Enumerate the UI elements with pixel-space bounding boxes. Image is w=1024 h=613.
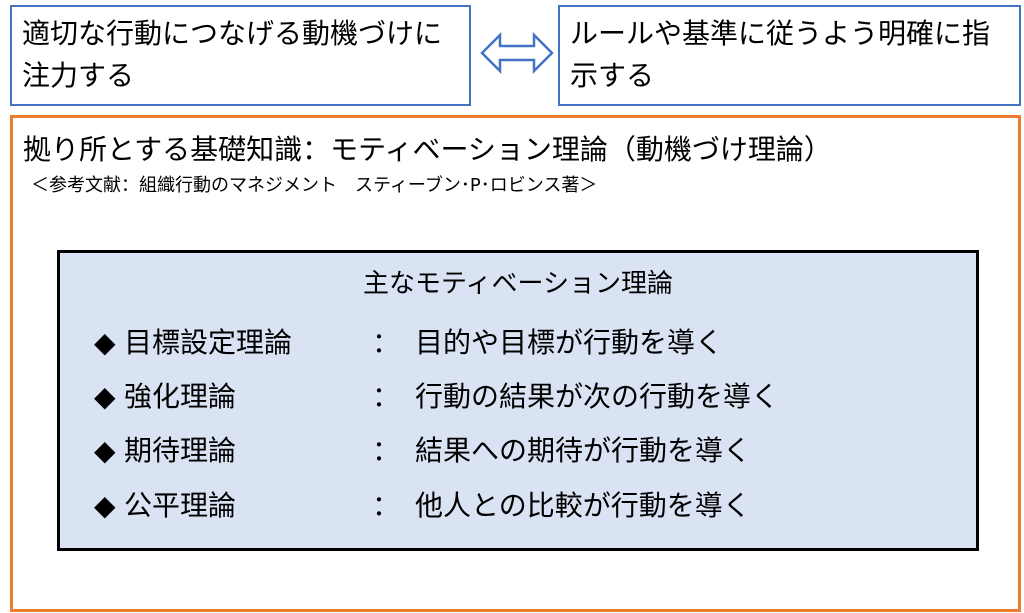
panel-heading: 主なモティベーション理論: [363, 269, 673, 299]
theory-desc: 行動の結果が次の行動を導く: [415, 380, 780, 413]
diamond-bullet-icon: ◆: [94, 326, 116, 359]
theory-item: ◆目標設定理論 ： 目的や目標が行動を導く: [94, 323, 723, 363]
theory-name: 公平理論: [124, 489, 237, 522]
diamond-bullet-icon: ◆: [94, 434, 116, 467]
theory-name: 期待理論: [124, 434, 237, 467]
theory-desc: 目的や目標が行動を導く: [415, 326, 724, 359]
separator: ：: [372, 326, 401, 359]
knowledge-frame: 拠り所とする基礎知識：モティベーション理論（動機づけ理論） ＜参考文献：組織行動…: [10, 115, 1021, 612]
reference-note: ＜参考文献：組織行動のマネジメント スティーブン･P･ロビンス著＞: [31, 175, 598, 196]
theory-desc: 他人との比較が行動を導く: [415, 489, 751, 522]
separator: ：: [372, 380, 401, 413]
theory-name: 強化理論: [124, 380, 237, 413]
motivation-focus-text: 適切な行動につなげる動機づけに注力する: [22, 17, 443, 92]
double-arrow-icon: [480, 32, 554, 74]
theory-name: 目標設定理論: [124, 326, 293, 359]
rule-instruction-box: ルールや基準に従うよう明確に指示する: [558, 5, 1021, 106]
frame-title: 拠り所とする基礎知識：モティベーション理論（動機づけ理論）: [23, 133, 832, 166]
motivation-focus-box: 適切な行動につなげる動機づけに注力する: [10, 5, 471, 106]
theory-item: ◆期待理論 ： 結果への期待が行動を導く: [94, 431, 751, 471]
diamond-bullet-icon: ◆: [94, 489, 116, 522]
rule-instruction-text: ルールや基準に従うよう明確に指示する: [570, 17, 991, 92]
diamond-bullet-icon: ◆: [94, 380, 116, 413]
theory-item: ◆公平理論 ： 他人との比較が行動を導く: [94, 486, 751, 526]
theory-item: ◆強化理論 ： 行動の結果が次の行動を導く: [94, 377, 779, 417]
separator: ：: [372, 489, 401, 522]
theory-panel: 主なモティベーション理論 ◆目標設定理論：目的や目標が行動を導く ◆強化理論：行…: [57, 250, 979, 551]
separator: ：: [372, 434, 401, 467]
theory-desc: 結果への期待が行動を導く: [415, 434, 752, 467]
